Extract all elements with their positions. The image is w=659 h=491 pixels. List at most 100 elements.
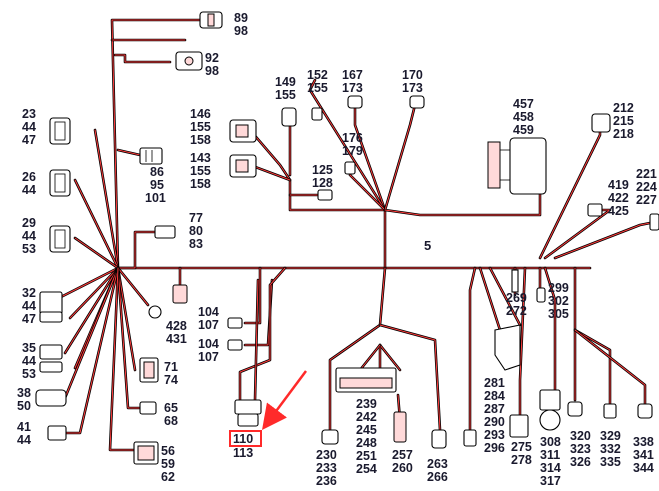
label-143: 143 <box>190 151 211 165</box>
label-155: 155 <box>190 120 211 134</box>
label-47: 47 <box>22 133 36 147</box>
wire-highlight <box>74 179 119 269</box>
label-80: 80 <box>189 224 203 238</box>
connector-104a <box>227 317 243 329</box>
wire-highlight <box>544 267 556 391</box>
main-bus-label: 5 <box>424 238 431 253</box>
label-431: 431 <box>166 332 187 346</box>
label-47: 47 <box>22 312 36 326</box>
label-278: 278 <box>511 453 532 467</box>
label-236: 236 <box>316 474 337 488</box>
label-104: 104 <box>198 337 219 351</box>
label-149: 149 <box>275 75 296 89</box>
label-317: 317 <box>540 474 561 488</box>
wire-highlight <box>239 267 286 401</box>
connector-170 <box>409 95 425 109</box>
label-338: 338 <box>633 435 654 449</box>
label-320: 320 <box>570 429 591 443</box>
label-68: 68 <box>164 414 178 428</box>
label-113: 113 <box>233 446 253 460</box>
label-125: 125 <box>312 163 333 177</box>
label-110: 110 <box>233 432 253 446</box>
label-425: 425 <box>608 204 629 218</box>
label-62: 62 <box>161 470 175 484</box>
wire-highlight <box>379 324 441 431</box>
label-212: 212 <box>613 101 634 115</box>
label-170: 170 <box>402 68 423 82</box>
label-323: 323 <box>570 442 591 456</box>
label-95: 95 <box>150 178 164 192</box>
wire-highlight <box>329 267 386 431</box>
connector-86 <box>139 147 163 165</box>
label-92: 92 <box>205 51 219 65</box>
label-44: 44 <box>22 299 36 313</box>
connector-230 <box>321 429 339 445</box>
connector-143 <box>229 154 257 178</box>
wire-highlight <box>254 279 259 401</box>
wire-highlight <box>574 329 646 406</box>
connector-320 <box>567 401 583 417</box>
label-329: 329 <box>600 429 621 443</box>
label-344: 344 <box>633 461 654 475</box>
connector-257 <box>393 411 407 443</box>
label-38: 38 <box>17 386 31 400</box>
label-290: 290 <box>484 415 505 429</box>
wire-highlight <box>69 267 119 319</box>
label-332: 332 <box>600 442 621 456</box>
label-71: 71 <box>164 360 178 374</box>
connector-152 <box>311 107 323 121</box>
wire-highlight <box>117 267 136 371</box>
connector-299 <box>536 287 546 303</box>
label-281: 281 <box>484 376 505 390</box>
label-230: 230 <box>316 448 337 462</box>
label-89: 89 <box>234 11 248 25</box>
label-335: 335 <box>600 455 621 469</box>
label-173: 173 <box>342 81 363 95</box>
label-23: 23 <box>22 107 36 121</box>
label-50: 50 <box>17 399 31 413</box>
label-459: 459 <box>513 123 534 137</box>
wire-highlight <box>111 19 201 269</box>
label-260: 260 <box>392 461 413 475</box>
label-32: 32 <box>22 286 36 300</box>
connector-308 <box>539 389 561 431</box>
wire-segment <box>573 328 612 407</box>
label-272: 272 <box>506 304 527 318</box>
label-44: 44 <box>17 433 31 447</box>
label-215: 215 <box>613 114 634 128</box>
wire-highlight <box>519 267 526 416</box>
label-308: 308 <box>540 435 561 449</box>
connector-428 <box>172 284 188 304</box>
label-56: 56 <box>161 444 175 458</box>
connector-281-module <box>494 324 521 371</box>
label-224: 224 <box>636 180 657 194</box>
connector-32 <box>39 291 63 323</box>
label-254: 254 <box>356 462 377 476</box>
label-83: 83 <box>189 237 203 251</box>
wire-highlight <box>359 344 381 371</box>
label-419: 419 <box>608 178 629 192</box>
label-251: 251 <box>356 449 377 463</box>
wire-highlight <box>109 267 141 451</box>
wire-highlight <box>354 104 386 211</box>
label-44: 44 <box>22 354 36 368</box>
connector-167 <box>347 95 363 109</box>
connector-338 <box>637 403 653 419</box>
